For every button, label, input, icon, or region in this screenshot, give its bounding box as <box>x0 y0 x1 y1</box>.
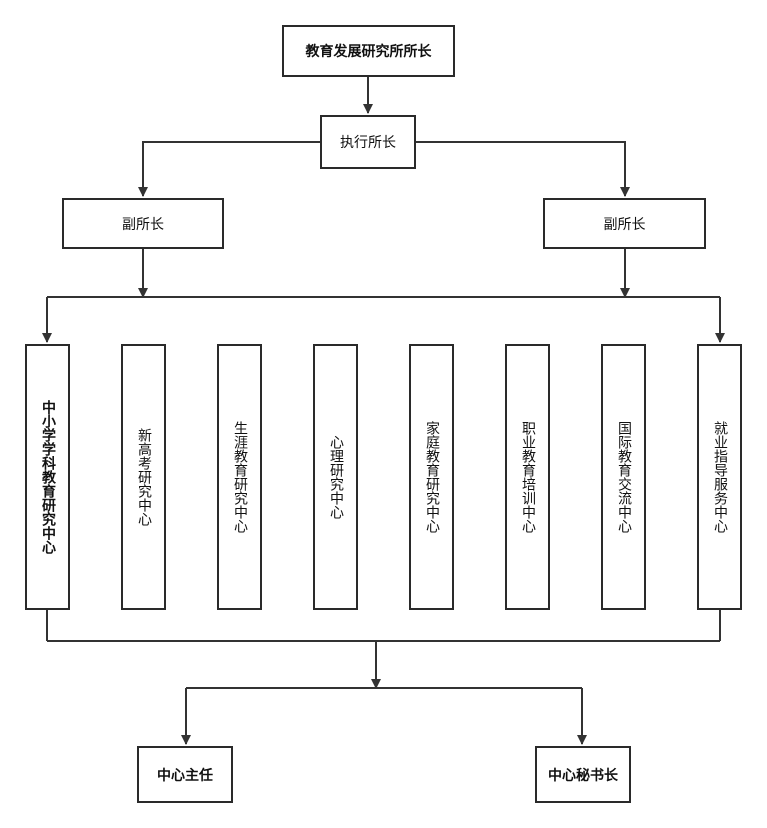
director-label: 教育发展研究所所长 <box>305 44 432 60</box>
center-label: 生涯教育研究中心 <box>232 421 248 533</box>
center-label: 国际教育交流中心 <box>616 421 632 533</box>
center-label: 新高考研究中心 <box>136 428 152 526</box>
deputy-label: 副所长 <box>603 216 646 233</box>
center-box: 心理研究中心 <box>313 344 358 610</box>
center-box: 中小学学科教育研究中心 <box>25 344 70 610</box>
executive-box: 执行所长 <box>320 115 416 169</box>
executive-label: 执行所长 <box>340 135 396 151</box>
center-box: 职业教育培训中心 <box>505 344 550 610</box>
director-box: 教育发展研究所所长 <box>282 25 455 77</box>
deputy-label: 副所长 <box>122 216 164 233</box>
center-label: 家庭教育研究中心 <box>424 421 440 533</box>
center-box: 新高考研究中心 <box>121 344 166 610</box>
center-label: 中小学学科教育研究中心 <box>40 400 56 554</box>
center-director-box: 中心主任 <box>137 746 233 803</box>
center-label: 就业指导服务中心 <box>712 421 728 533</box>
center-secretary-box: 中心秘书长 <box>535 746 631 803</box>
center-box: 国际教育交流中心 <box>601 344 646 610</box>
center-label: 职业教育培训中心 <box>520 421 536 533</box>
deputy-box-left: 副所长 <box>62 198 224 249</box>
deputy-box-right: 副所长 <box>543 198 706 249</box>
center-label: 心理研究中心 <box>328 435 344 519</box>
center-box: 就业指导服务中心 <box>697 344 742 610</box>
center-box: 家庭教育研究中心 <box>409 344 454 610</box>
center-box: 生涯教育研究中心 <box>217 344 262 610</box>
center-director-label: 中心主任 <box>157 767 213 784</box>
center-secretary-label: 中心秘书长 <box>548 767 618 784</box>
